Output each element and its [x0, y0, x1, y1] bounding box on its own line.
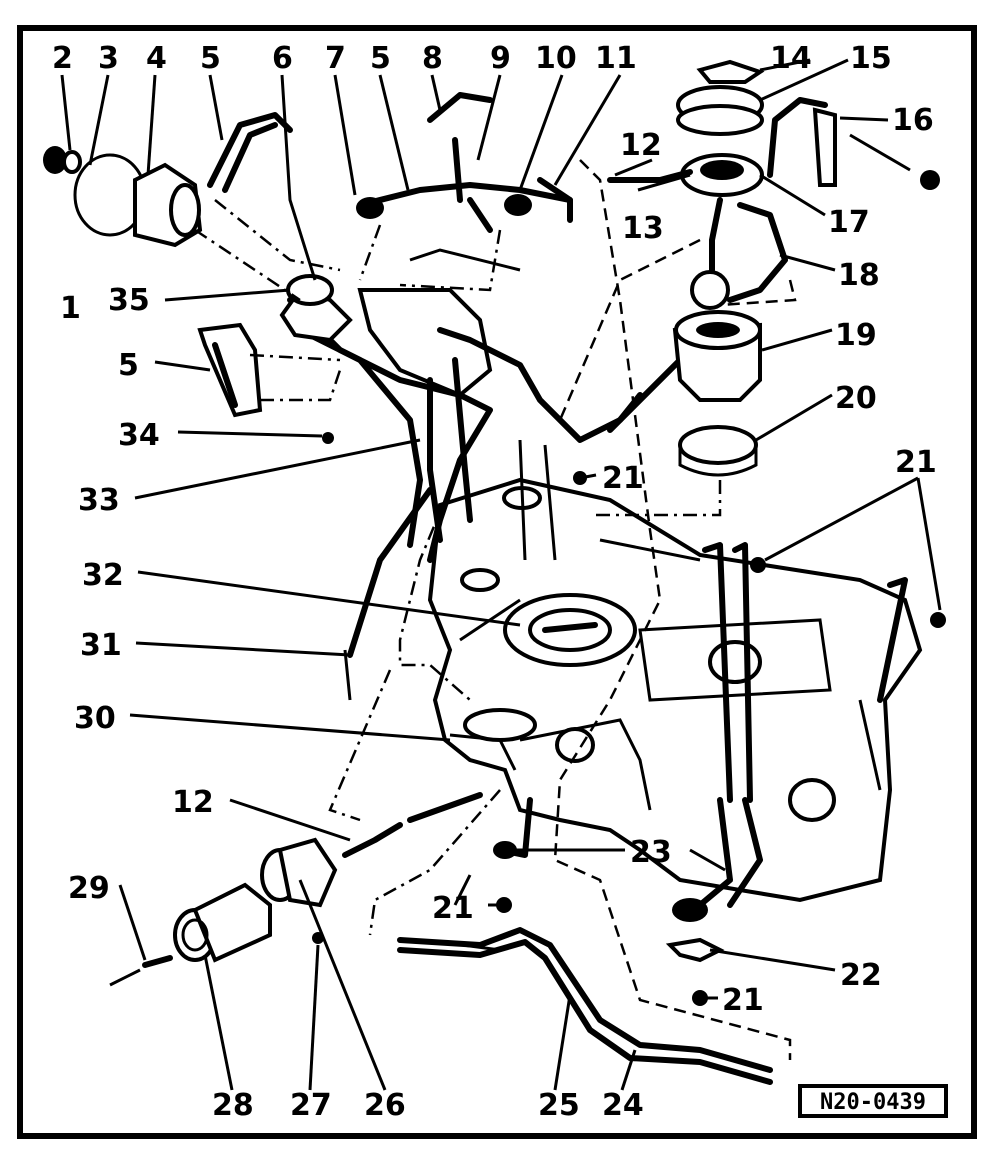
callout-31: 31 [80, 628, 122, 663]
diagram-frame [17, 25, 977, 1139]
callout-28: 28 [212, 1088, 254, 1123]
callout-34: 34 [118, 418, 160, 453]
callout-leaders [60, 58, 942, 1091]
callout-22: 22 [840, 958, 882, 993]
callout-14: 14 [770, 41, 812, 76]
callout-5: 5 [370, 41, 391, 76]
callout-20: 20 [835, 381, 877, 416]
callout-12: 12 [172, 785, 214, 820]
callout-29: 29 [68, 871, 110, 906]
fuel-filter-assembly [109, 792, 483, 987]
callout-5: 5 [118, 348, 139, 383]
callout-10: 10 [535, 41, 577, 76]
fuel-cap [43, 146, 203, 248]
callout-26: 26 [364, 1088, 406, 1123]
callout-7: 7 [325, 41, 346, 76]
callout-32: 32 [82, 558, 124, 593]
callout-2: 2 [52, 41, 73, 76]
callout-21: 21 [895, 445, 937, 480]
callout-15: 15 [850, 41, 892, 76]
callout-21: 21 [722, 983, 764, 1018]
callout-4: 4 [146, 41, 167, 76]
callout-30: 30 [74, 701, 116, 736]
callout-16: 16 [892, 103, 934, 138]
callout-27: 27 [290, 1088, 332, 1123]
callout-13: 13 [622, 211, 664, 246]
callout-9: 9 [490, 41, 511, 76]
reference-code-box: N20-0439 [798, 1084, 948, 1118]
callout-17: 17 [828, 205, 870, 240]
callout-3: 3 [98, 41, 119, 76]
rubber-seals [197, 112, 293, 418]
reference-code: N20-0439 [820, 1090, 926, 1115]
callout-18: 18 [838, 258, 880, 293]
callout-33: 33 [78, 483, 120, 518]
vent-valves [356, 92, 573, 272]
callout-8: 8 [422, 41, 443, 76]
assembly-leader-lines [194, 159, 797, 1060]
fuel-tank [427, 477, 923, 903]
callout-21: 21 [432, 891, 474, 926]
callout-24: 24 [602, 1088, 644, 1123]
callout-21: 21 [602, 461, 644, 496]
callout-11: 11 [595, 41, 637, 76]
sender-unit [607, 59, 940, 303]
callout-1: 1 [60, 291, 81, 326]
callout-25: 25 [538, 1088, 580, 1123]
straps-and-mounts [322, 432, 946, 1006]
callout-12: 12 [620, 128, 662, 163]
callout-6: 6 [272, 41, 293, 76]
callout-23: 23 [630, 835, 672, 870]
callout-19: 19 [835, 318, 877, 353]
callout-5: 5 [200, 41, 221, 76]
fuel-lines [397, 927, 773, 1085]
fuel-pump [672, 270, 762, 477]
callout-labels: 2 3 4 5 6 7 5 8 9 10 11 12 13 14 15 16 1… [52, 41, 937, 1123]
callout-35: 35 [108, 283, 150, 318]
